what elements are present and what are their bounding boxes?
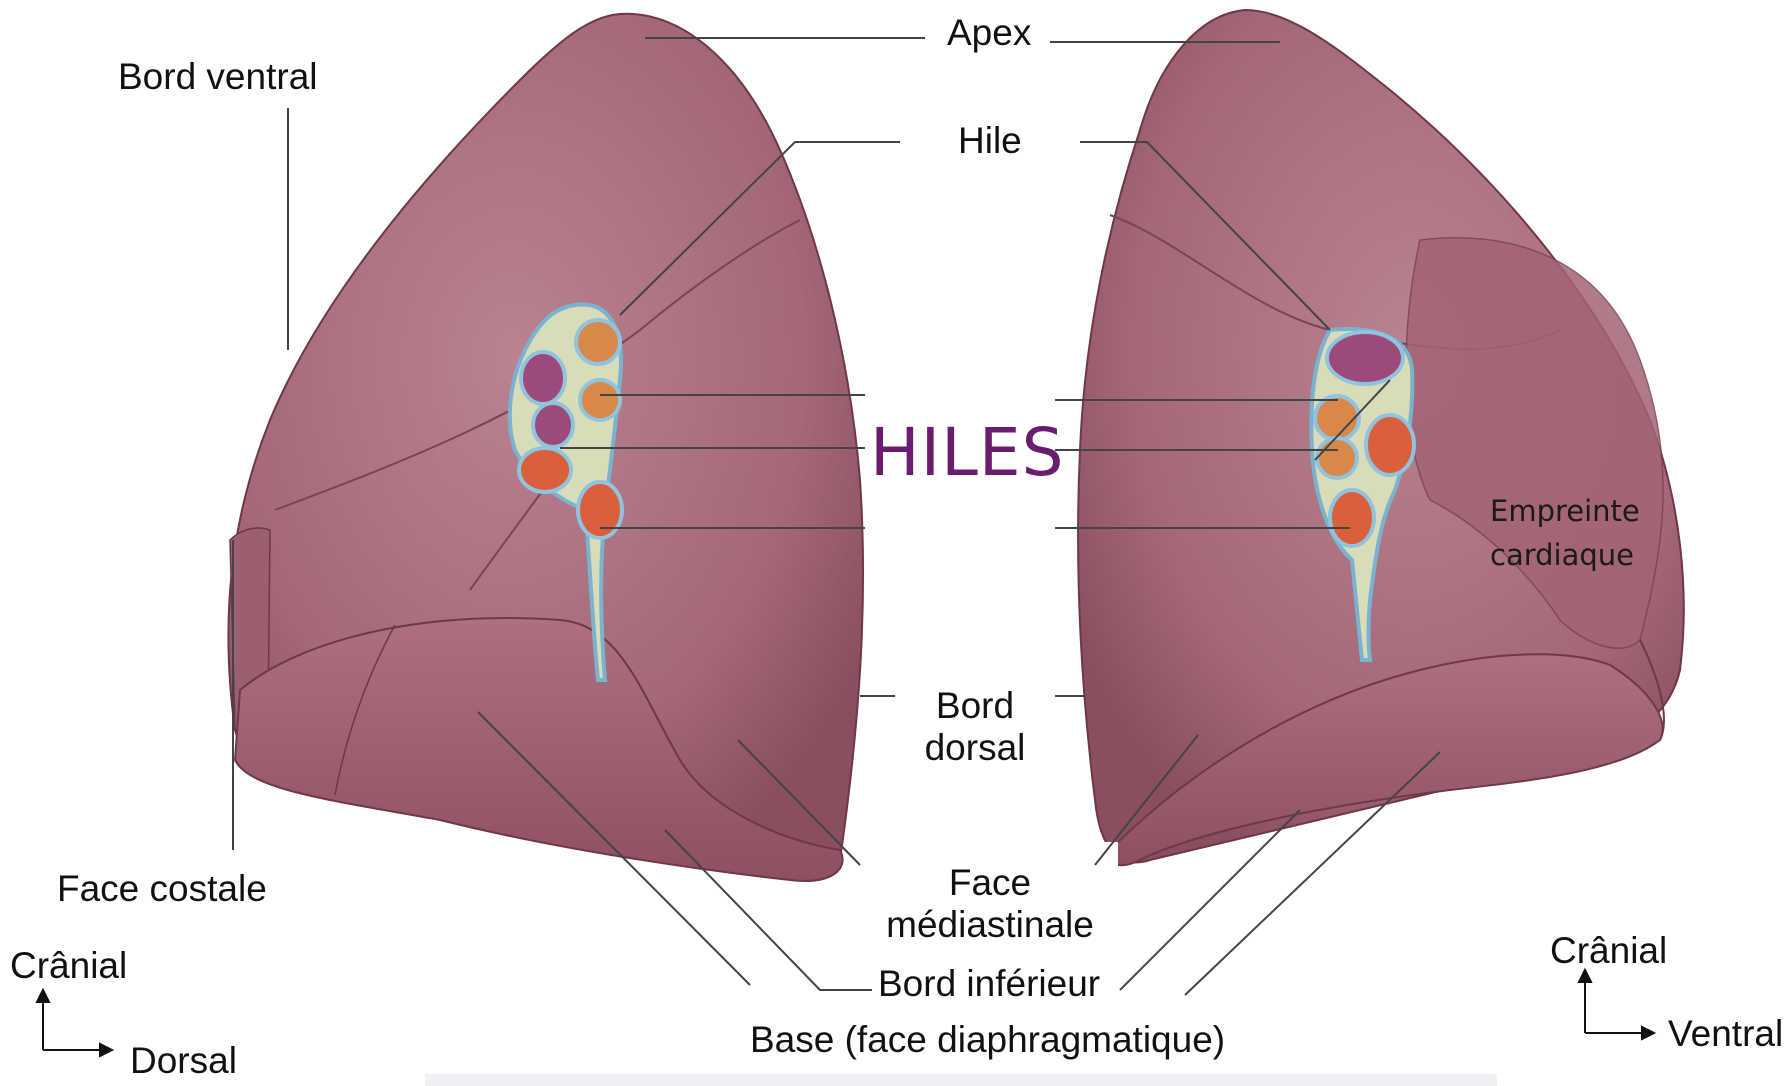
left-artery-2 (578, 482, 622, 538)
bottom-bar (425, 1074, 1497, 1086)
right-bronchus-1 (1315, 396, 1359, 440)
label-bord-inferieur: Bord inférieur (878, 963, 1100, 1005)
label-base: Base (face diaphragmatique) (750, 1019, 1225, 1061)
right-artery-1 (1366, 415, 1414, 475)
arrow-right-icon (1642, 1027, 1654, 1039)
orientation-right-right: Ventral (1668, 1013, 1783, 1055)
left-bronchus-1 (576, 320, 620, 364)
orientation-left-up: Crânial (10, 945, 127, 987)
label-empreinte-2: cardiaque (1490, 534, 1634, 576)
label-hiles: HILES (870, 418, 1064, 488)
right-vein (1327, 332, 1403, 384)
label-face-med-2: médiastinale (870, 904, 1110, 946)
left-artery-1 (519, 448, 571, 492)
arrow-up-icon (37, 990, 49, 1002)
label-apex: Apex (947, 12, 1031, 54)
right-lung (1078, 10, 1684, 882)
left-vein-1 (521, 352, 565, 404)
orientation-arrows-left (37, 990, 112, 1056)
orientation-right-up: Crânial (1550, 930, 1667, 972)
label-bord-dorsal-1: Bord (900, 685, 1050, 727)
arrow-right-icon (100, 1044, 112, 1056)
orientation-arrows-right (1579, 970, 1654, 1039)
label-face-med-1: Face (870, 862, 1110, 904)
right-bronchus-2 (1317, 438, 1357, 478)
orientation-left-right: Dorsal (130, 1040, 237, 1082)
label-hile: Hile (958, 120, 1022, 162)
label-face-costale: Face costale (57, 868, 267, 910)
label-empreinte-1: Empreinte (1490, 490, 1640, 532)
label-bord-dorsal-2: dorsal (900, 727, 1050, 769)
label-bord-ventral: Bord ventral (118, 56, 318, 98)
right-artery-2 (1330, 490, 1374, 546)
left-bronchus-2 (580, 380, 620, 420)
left-vein-2 (533, 403, 573, 447)
